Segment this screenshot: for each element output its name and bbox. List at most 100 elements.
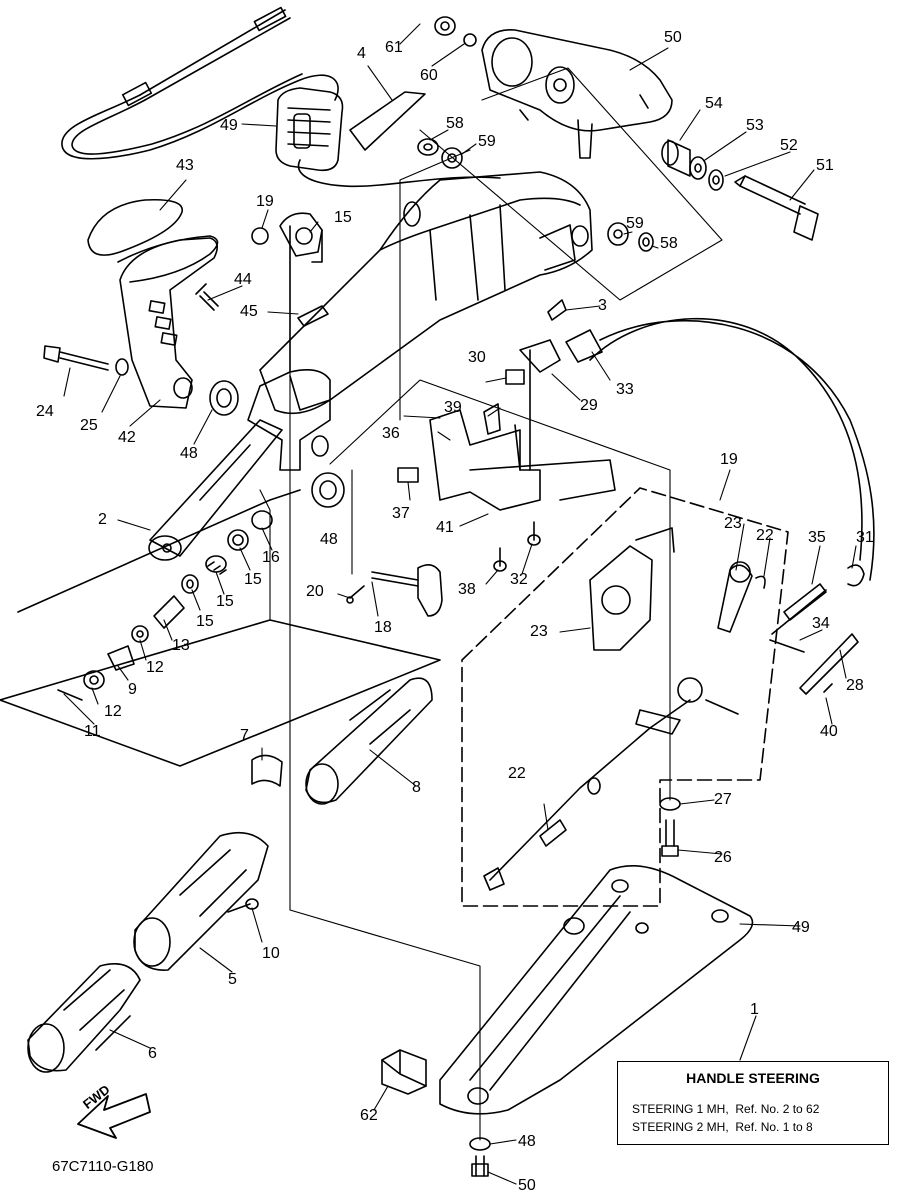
callout-42: 40 bbox=[820, 723, 838, 740]
callout-49: 49 bbox=[792, 919, 810, 936]
bolt-28 bbox=[661, 819, 679, 857]
legend-title: HANDLE STEERING bbox=[686, 1070, 820, 1086]
clip-9 bbox=[107, 645, 135, 671]
callout-30: 28 bbox=[846, 677, 864, 694]
decal-47 bbox=[297, 305, 329, 327]
nut-19 bbox=[251, 227, 269, 245]
callout-39: 37 bbox=[392, 505, 410, 522]
callout-27: 25 bbox=[80, 417, 98, 434]
callout-2: 2 bbox=[98, 511, 107, 528]
knob-18 bbox=[371, 564, 443, 617]
callout-55: 52 bbox=[780, 137, 798, 154]
clip-35 bbox=[565, 329, 603, 363]
switch-23 bbox=[589, 527, 675, 651]
callout-20: 20 bbox=[306, 583, 324, 600]
callout-35: 33 bbox=[616, 381, 634, 398]
washer-58a bbox=[417, 138, 439, 156]
callout-12b: 12 bbox=[104, 703, 122, 720]
grip-cover-6 bbox=[27, 963, 141, 1073]
screw-3 bbox=[547, 299, 567, 321]
callout-50: 50 bbox=[518, 1177, 536, 1192]
callout-25: 23 bbox=[724, 515, 742, 532]
callout-23: 23 bbox=[530, 623, 548, 640]
callout-44: 42 bbox=[118, 429, 136, 446]
collar-59b bbox=[607, 222, 629, 246]
pin-20 bbox=[346, 585, 365, 604]
washer-55 bbox=[708, 169, 724, 191]
callout-15b: 15 bbox=[196, 613, 214, 630]
callout-26: 24 bbox=[36, 403, 54, 420]
callout-11: 11 bbox=[84, 723, 101, 740]
grommet-48a bbox=[209, 380, 239, 416]
nut-61 bbox=[434, 16, 456, 36]
callout-52: 49 bbox=[220, 117, 238, 134]
callout-13: 13 bbox=[172, 637, 190, 654]
grip-housing-44 bbox=[119, 237, 218, 409]
callout-61: 61 bbox=[385, 39, 403, 56]
callout-15a: 15 bbox=[244, 571, 262, 588]
callout-47: 45 bbox=[240, 303, 258, 320]
washer-58b bbox=[638, 232, 654, 252]
callout-48b: 48 bbox=[320, 531, 338, 548]
rod-37 bbox=[783, 583, 827, 621]
washer-12b bbox=[83, 670, 105, 690]
callout-58b: 58 bbox=[660, 235, 678, 252]
lever-25 bbox=[717, 561, 753, 633]
callout-58: 58 bbox=[446, 115, 464, 132]
clip-33 bbox=[847, 564, 865, 587]
callout-8: 8 bbox=[412, 779, 421, 796]
callout-17: 15 bbox=[334, 209, 352, 226]
group-21-box bbox=[461, 487, 789, 907]
legend-box: HANDLE STEERING STEERING 1 MH, Ref. No. … bbox=[617, 1061, 889, 1145]
bottom-cover-49 bbox=[439, 864, 754, 1115]
decal-4 bbox=[349, 91, 426, 151]
spring-14 bbox=[205, 555, 227, 575]
legend-row-1: STEERING 1 MH, Ref. No. 2 to 62 bbox=[632, 1102, 820, 1116]
washer-12a bbox=[131, 625, 149, 643]
callout-59: 59 bbox=[478, 133, 496, 150]
bracket-53 bbox=[481, 29, 673, 159]
callout-29: 27 bbox=[714, 791, 732, 808]
callout-7: 7 bbox=[240, 727, 249, 744]
cable-22 bbox=[483, 699, 691, 891]
leader-lines bbox=[63, 23, 857, 1185]
callout-38: 36 bbox=[382, 425, 400, 442]
callout-5: 5 bbox=[228, 971, 237, 988]
clip-24 bbox=[755, 575, 766, 589]
callout-22: 22 bbox=[508, 765, 526, 782]
pin-13 bbox=[153, 595, 185, 629]
callout-19: 19 bbox=[256, 193, 274, 210]
callout-12a: 12 bbox=[146, 659, 164, 676]
callout-37: 35 bbox=[808, 529, 826, 546]
collar-59a bbox=[441, 147, 463, 169]
grommet-48b bbox=[311, 472, 345, 508]
block-39 bbox=[397, 467, 419, 483]
friction-arm-2 bbox=[148, 419, 283, 561]
cover-45 bbox=[87, 198, 219, 283]
bolt-26 bbox=[43, 345, 109, 371]
bushing-57 bbox=[661, 139, 691, 177]
figure-code: 67C7110-G180 bbox=[52, 1158, 154, 1175]
bolt-54 bbox=[734, 175, 819, 241]
washer-15b bbox=[181, 574, 199, 594]
kit-outline-friction bbox=[17, 489, 301, 613]
callout-9: 9 bbox=[128, 681, 137, 698]
callout-21: 19 bbox=[720, 451, 738, 468]
callout-34: 32 bbox=[510, 571, 528, 588]
callout-40: 38 bbox=[458, 581, 476, 598]
block-32 bbox=[505, 369, 525, 385]
callout-1: 1 bbox=[750, 1001, 759, 1018]
callout-56: 53 bbox=[746, 117, 764, 134]
screw-40 bbox=[493, 547, 507, 572]
callout-62: 62 bbox=[360, 1107, 378, 1124]
gear-detail bbox=[635, 677, 739, 735]
cotter-pin-11 bbox=[57, 689, 83, 701]
callout-46: 44 bbox=[234, 271, 252, 288]
grommet-52 bbox=[275, 87, 501, 188]
bolt-50 bbox=[471, 1155, 489, 1177]
collar-7 bbox=[251, 754, 283, 787]
legend-row-2: STEERING 2 MH, Ref. No. 1 to 8 bbox=[632, 1120, 813, 1134]
sleeve-8 bbox=[305, 677, 433, 805]
